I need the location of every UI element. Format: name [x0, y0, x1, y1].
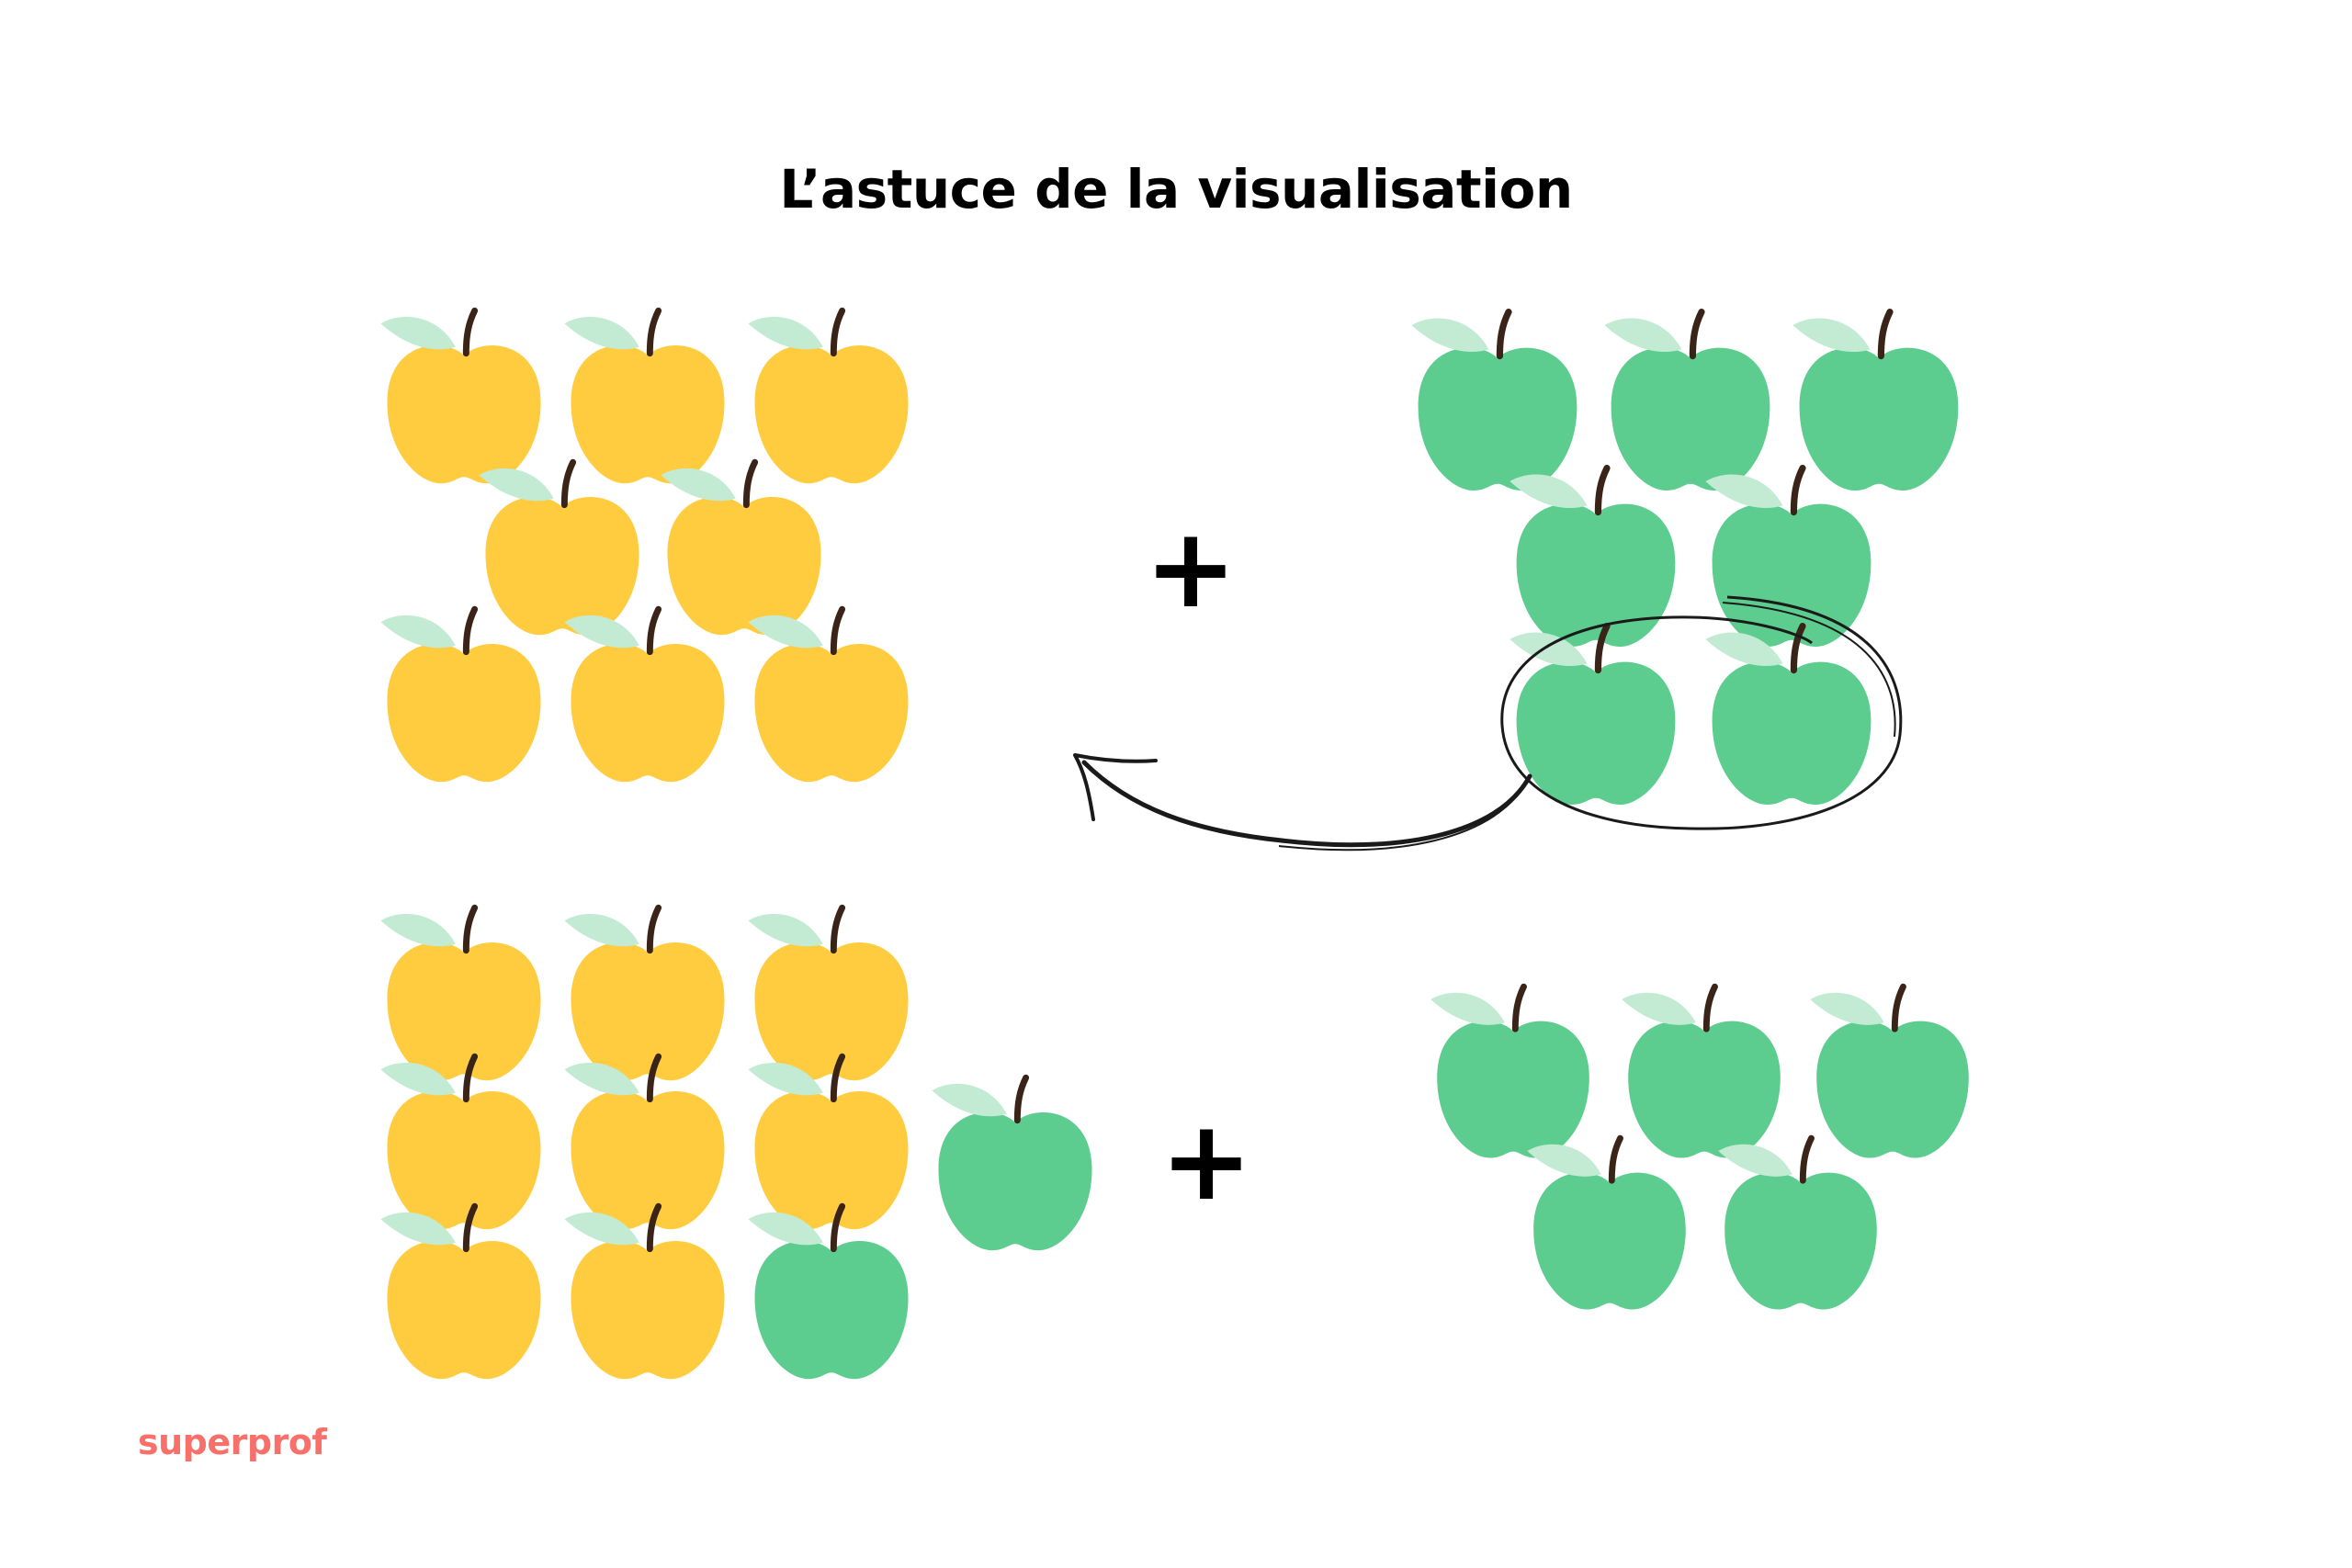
yellow-apple-icon [381, 908, 541, 1081]
green-apple-icon [1718, 1138, 1877, 1310]
green-apple-icon [1622, 987, 1781, 1158]
yellow-apple-icon [749, 908, 909, 1081]
green-apple-icon [1430, 987, 1589, 1158]
apple-group-bottom-left-ten [381, 908, 909, 1380]
superprof-logo: superprof [138, 1422, 327, 1462]
green-apple-icon [1604, 312, 1770, 491]
green-apple-icon [933, 1077, 1092, 1251]
green-apple-icon [1411, 312, 1577, 491]
green-apple-icon [1510, 626, 1676, 805]
apple-group-bottom-right-green [1430, 987, 1969, 1310]
plus-sign-top: + [1144, 505, 1238, 633]
selection-ellipse [1500, 595, 1903, 830]
green-apple-icon [1527, 1138, 1686, 1310]
yellow-apple-icon [381, 1056, 541, 1230]
yellow-apple-icon [565, 1206, 725, 1380]
yellow-apple-icon [480, 462, 639, 636]
yellow-apple-icon [565, 310, 725, 484]
yellow-apple-icon [662, 462, 821, 636]
yellow-apple-icon [381, 310, 541, 484]
green-apple-icon [1705, 626, 1871, 805]
apple-group-top-right-green [1411, 312, 1959, 805]
curved-arrow [1073, 753, 1532, 852]
green-apple-icon [749, 1206, 909, 1380]
green-apple-icon [1810, 987, 1969, 1158]
page-title: L’astuce de la visualisation [779, 158, 1573, 220]
yellow-apple-icon [381, 609, 541, 783]
yellow-apple-icon [565, 1056, 725, 1230]
green-apple-icon [1792, 312, 1959, 491]
yellow-apple-icon [749, 310, 909, 484]
green-apple-icon [1510, 468, 1676, 647]
yellow-apple-icon [565, 609, 725, 783]
apple-group-top-left-yellow [381, 310, 909, 783]
plus-sign-bottom: + [1159, 1098, 1253, 1225]
yellow-apple-icon [749, 1056, 909, 1230]
apple-group-bottom-left-extra [933, 1077, 1092, 1251]
yellow-apple-icon [565, 908, 725, 1081]
yellow-apple-icon [749, 609, 909, 783]
yellow-apple-icon [381, 1206, 541, 1380]
